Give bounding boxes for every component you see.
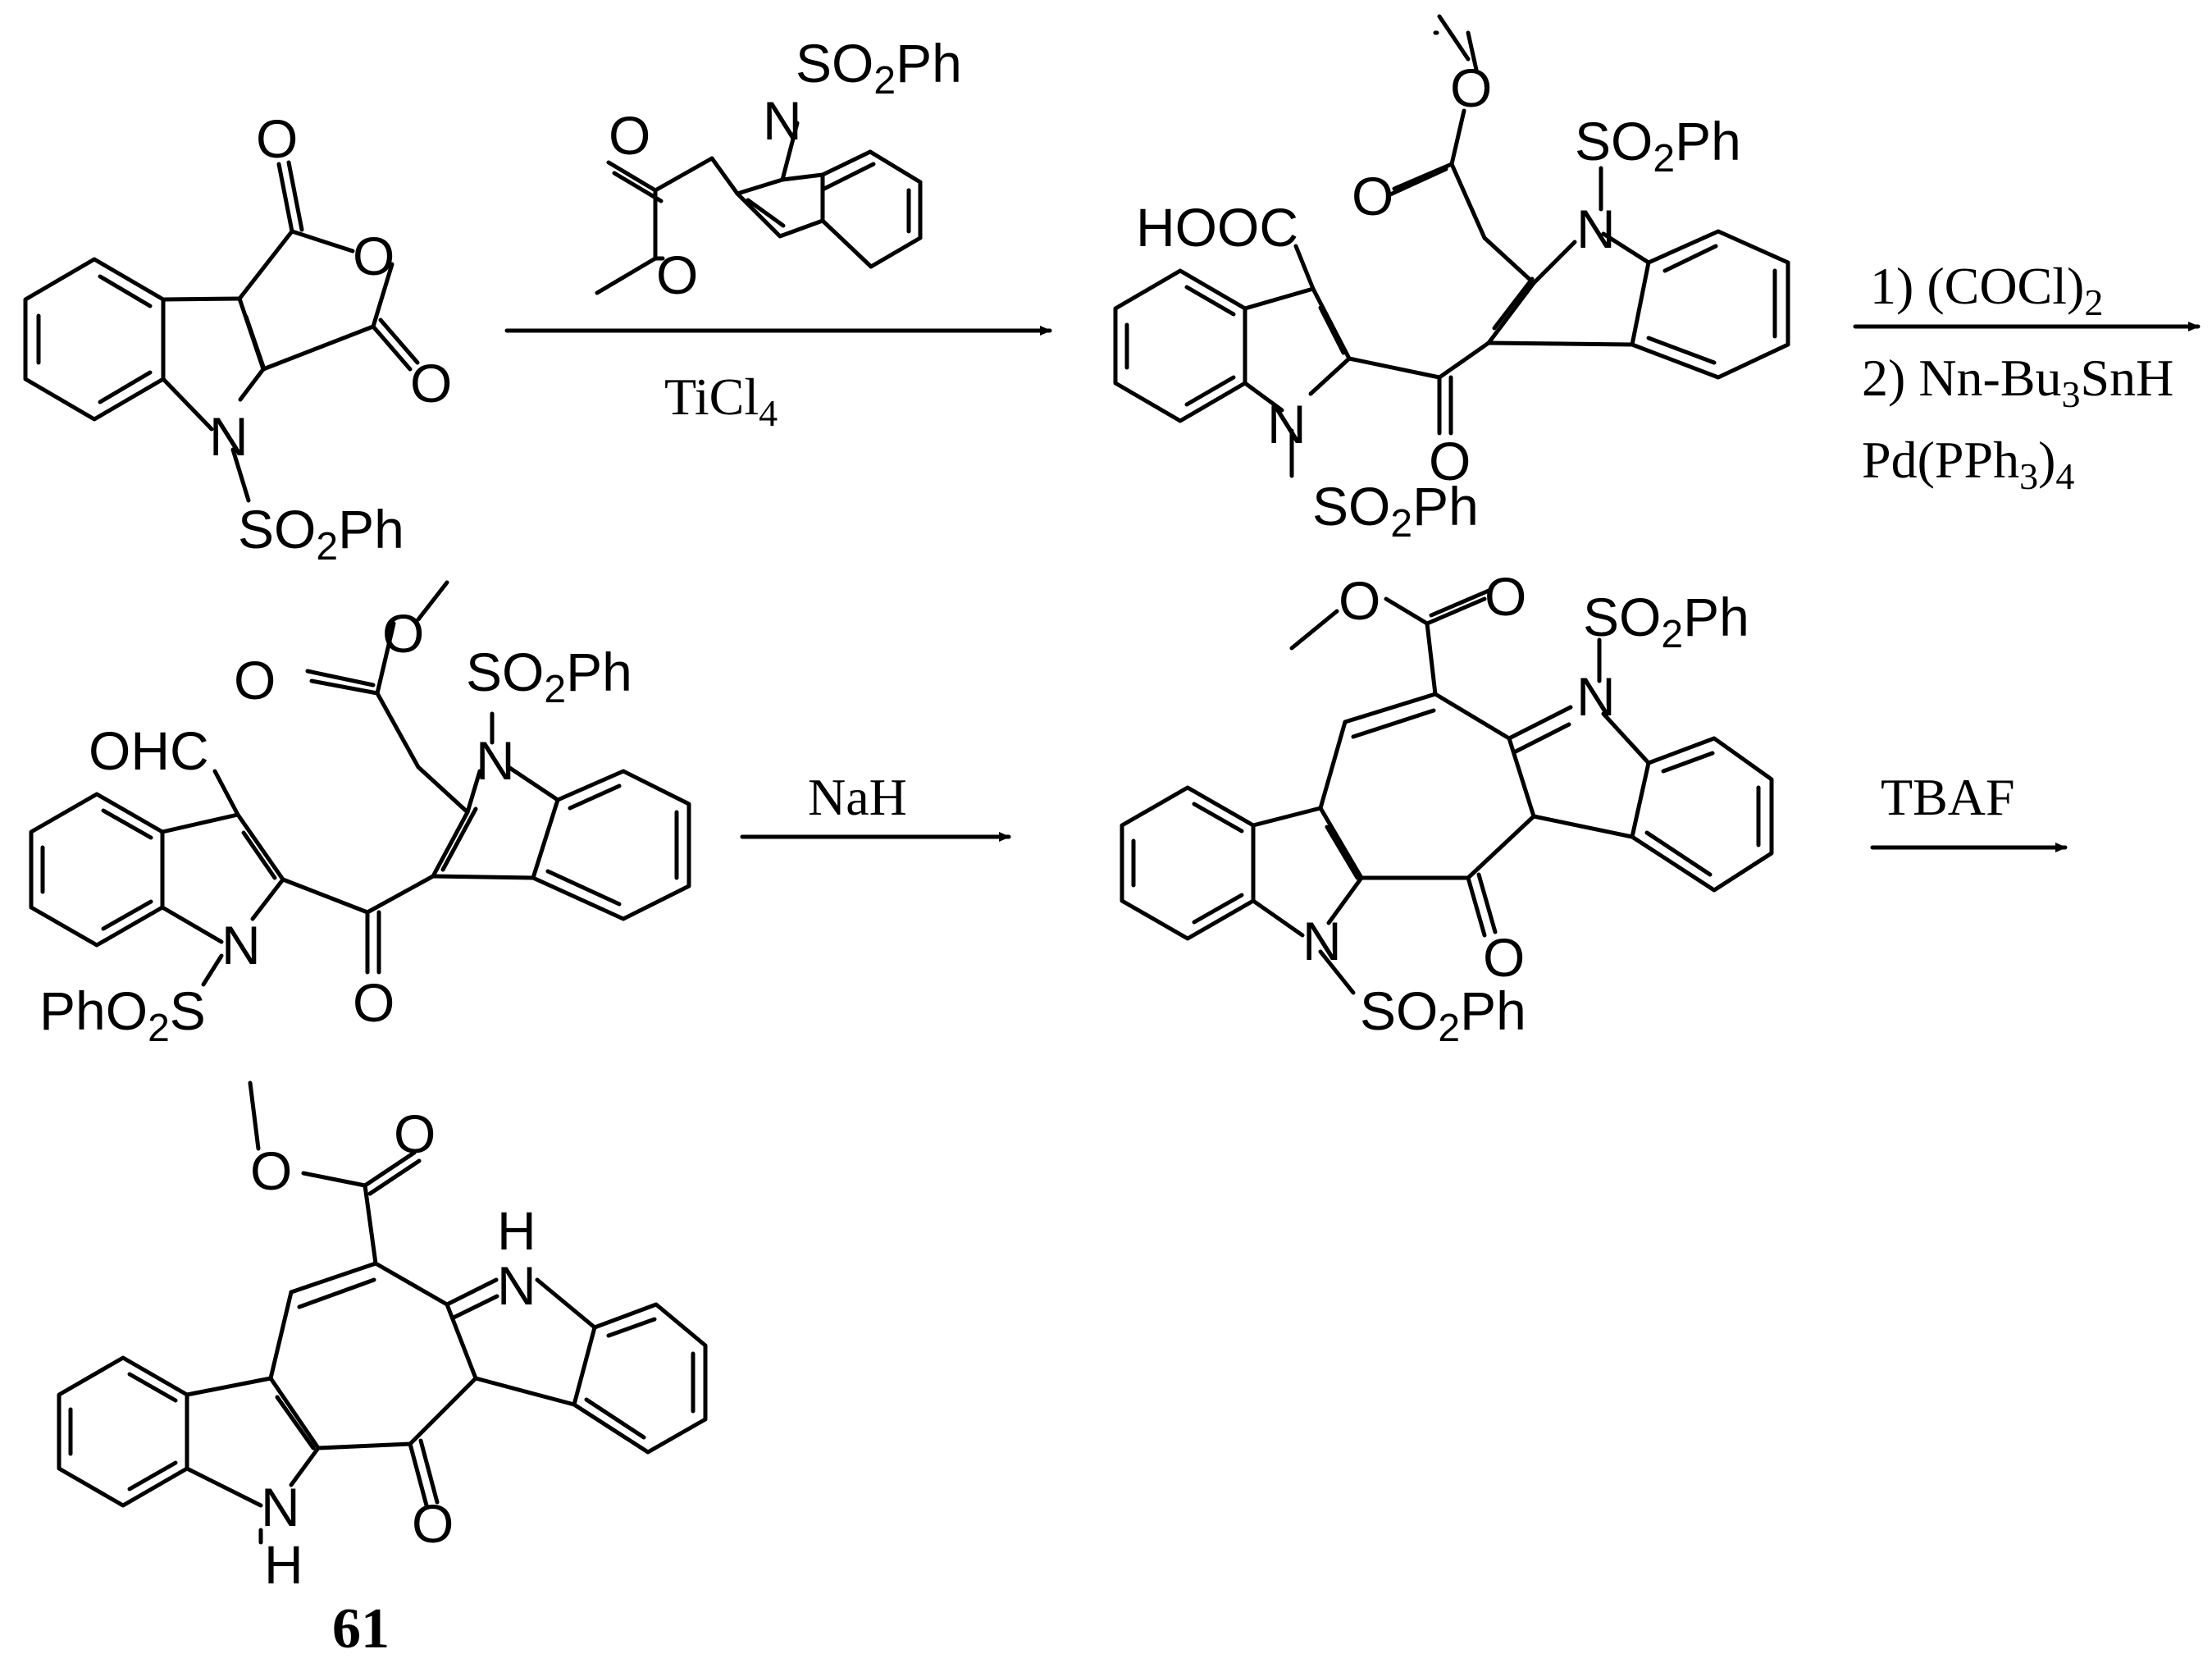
acid-ester-o: O (1450, 57, 1492, 118)
product-left-n: N (261, 1477, 300, 1537)
product-right-h: H (497, 1200, 536, 1261)
product-61: N H H N O O O (57, 1080, 708, 1595)
protected-right-n: N (1576, 666, 1616, 727)
label-ohc: OHC (89, 720, 209, 781)
aldehyde-so2ph: SO2Ph (466, 642, 632, 711)
protected-ketone-o: O (1483, 927, 1525, 988)
starting-material-anhydride: O O O N SO2Ph (23, 108, 452, 569)
aldehyde-ketone-o: O (353, 972, 395, 1033)
aldehyde-ester-o: O (382, 603, 424, 664)
product-ester-o: O (250, 1140, 292, 1201)
acid-left-n: N (1267, 394, 1307, 455)
reagent-o-carbonyl: O (609, 105, 650, 166)
label-hooc: HOOC (1136, 197, 1298, 258)
aldehyde-right-n: N (476, 730, 515, 791)
aldehyde-left-n: N (221, 915, 261, 975)
intermediate-aldehyde: OHC N PhO2S O N SO2Ph O O (29, 580, 691, 1050)
acid-ester-o-carbonyl: O (1352, 166, 1393, 226)
condition-tributyltin-hydride: 2) Nn-Bu3SnH (1862, 349, 2173, 415)
condition-ticl4: TiCl4 (664, 368, 778, 434)
product-left-h: H (264, 1534, 303, 1595)
condition-pd-catalyst: Pd(PPh3)4 (1862, 431, 2074, 497)
condition-nah: NaH (808, 768, 907, 826)
compound-label-61: 61 (332, 1597, 390, 1661)
acid-right-n: N (1576, 199, 1616, 259)
protected-so2ph-top: SO2Ph (1583, 587, 1749, 656)
protected-so2ph-bottom: SO2Ph (1360, 980, 1526, 1050)
aldehyde-ester-o-carbonyl: O (234, 650, 276, 710)
protected-tropone-product: N SO2Ph O N SO2Ph O O (1120, 566, 1774, 1050)
product-right-n: N (497, 1255, 536, 1316)
so2ph-1: SO2Ph (238, 499, 404, 569)
reagent-indole-acetate: O O N SO2Ph (595, 33, 962, 305)
product-ester-o-carbonyl: O (394, 1103, 436, 1164)
reagent-so2ph: SO2Ph (796, 33, 962, 103)
indole-n: N (209, 406, 249, 467)
condition-tbaf: TBAF (1881, 768, 2015, 826)
reagent-o-ester: O (656, 244, 698, 305)
anhydride-o-right: O (410, 353, 452, 413)
anhydride-o-ring: O (353, 226, 395, 286)
protected-left-n: N (1302, 911, 1342, 971)
intermediate-acid: HOOC N SO2Ph O N SO2Ph O O (1113, 14, 1790, 546)
acid-so2ph-bottom: SO2Ph (1312, 476, 1479, 546)
anhydride-o-top: O (256, 108, 298, 169)
label-pho2s: PhO2S (39, 980, 206, 1050)
acid-ketone-o: O (1429, 431, 1471, 491)
product-ketone-o: O (412, 1493, 454, 1554)
condition-oxalyl-chloride: 1) (COCl)2 (1870, 257, 2103, 323)
protected-ester-o: O (1339, 570, 1380, 631)
protected-ester-o-carbonyl: O (1485, 566, 1526, 627)
reagent-n: N (763, 90, 802, 151)
acid-so2ph-top: SO2Ph (1575, 111, 1741, 180)
